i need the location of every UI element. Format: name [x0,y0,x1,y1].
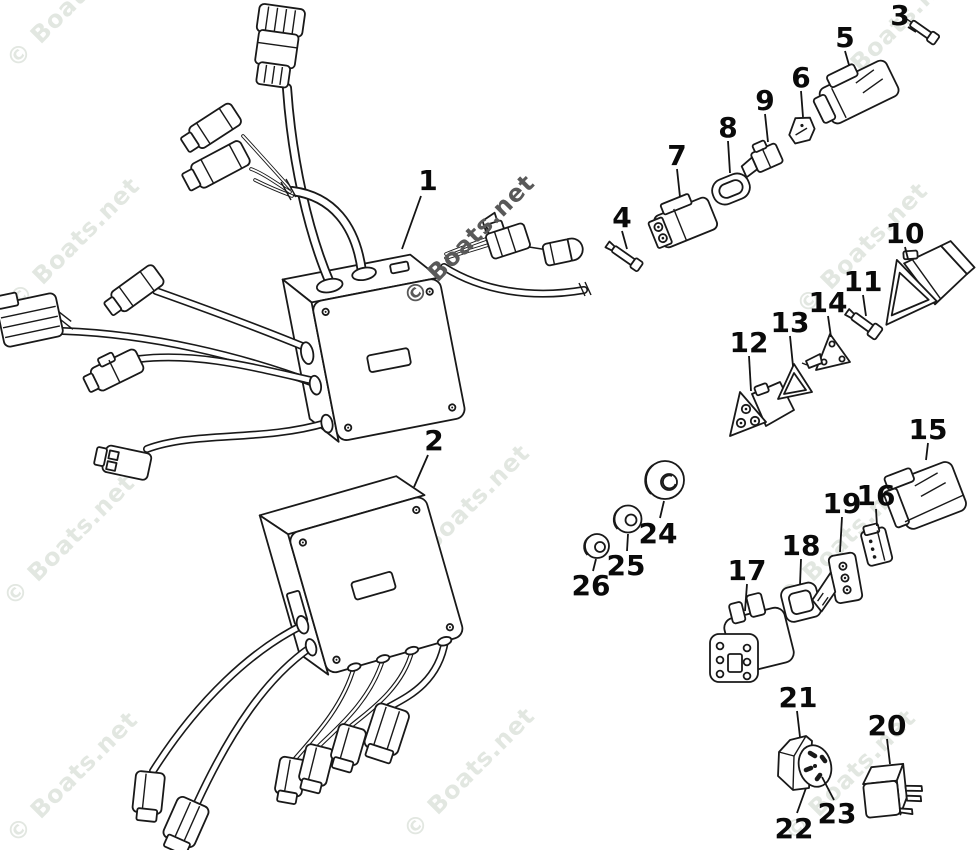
harness-connector-upper-a [180,102,242,153]
harness-connector-left-4pin [0,291,74,348]
callout-26: 26 [572,569,611,602]
callout-10: 10 [886,217,925,250]
callout-15: 15 [909,413,948,446]
callout-20: 20 [868,709,907,742]
part-25-drawing [612,504,643,534]
callout-24: 24 [639,517,678,550]
callout-4: 4 [612,201,631,234]
part-13-drawing [777,363,813,400]
harness2-connector-b [162,796,210,850]
callout-19: 19 [823,487,862,520]
harness-connector-lower-left [93,444,153,481]
leader-18 [799,558,802,586]
part-1-cable-ports [300,266,377,434]
callout-5: 5 [835,21,854,54]
part-12-drawing [729,381,795,437]
harness-connector-left-b [82,348,145,393]
callout-7: 7 [667,139,686,172]
callout-22: 22 [775,812,814,845]
leader-10 [904,246,909,260]
callout-14: 14 [809,286,848,319]
leader-15 [925,442,929,461]
harness2-connector-e [330,723,367,774]
callout-25: 25 [607,549,646,582]
part-4-drawing [604,240,644,272]
leader-2 [413,454,429,488]
part-10-drawing [885,240,976,326]
callout-12: 12 [730,326,769,359]
leader-8 [727,140,731,174]
callout-23: 23 [818,797,857,830]
leader-12 [748,355,752,392]
part-5-drawing [812,59,900,125]
leader-19 [839,516,843,553]
callout-6: 6 [791,61,810,94]
leader-13 [789,335,794,367]
part-3-drawing [905,17,941,46]
part-19-drawing [811,551,864,613]
part-9-drawing [740,139,784,179]
part-2-cable-ports [295,615,453,672]
leader-6 [800,90,804,118]
leader-lines [401,26,929,814]
leader-21 [796,710,801,738]
leader-9 [764,113,769,143]
leader-17 [744,583,748,612]
harness2-connector-f [363,702,410,765]
part-24-drawing [644,460,685,500]
part-1-harness-cables [59,83,592,453]
leader-5 [844,50,850,66]
harness-connector-left-a [103,264,165,316]
callout-1: 1 [418,164,437,197]
harness-connector-right [481,211,531,260]
part-11-drawing [844,308,884,341]
leader-14 [827,315,832,338]
part-20-drawing [862,762,924,819]
leader-11 [862,294,867,317]
callout-8: 8 [718,111,737,144]
leader-20 [886,738,891,765]
leader-23 [821,776,835,801]
callout-2: 2 [424,424,443,457]
callout-18: 18 [782,529,821,562]
part-16-drawing [860,522,894,567]
leader-16 [875,508,878,527]
part-7-drawing [647,193,719,249]
callout-21: 21 [779,681,818,714]
leader-25 [626,533,629,552]
leader-4 [621,230,628,250]
harness-sensor-right [541,237,584,267]
leader-24 [659,500,665,519]
harness-connector-upper-b [181,140,251,192]
callout-11: 11 [844,265,883,298]
callout-9: 9 [755,84,774,117]
part-2-harness-cables [149,621,449,807]
callout-labels: 1 2 3 4 5 6 7 8 9 10 11 12 13 14 15 16 1… [418,0,947,845]
part-15-drawing [883,461,967,530]
leader-26 [592,558,597,572]
part-2-control-box-drawing [258,475,464,676]
callout-3: 3 [890,0,909,32]
leader-3 [907,26,917,33]
harness-connector-top [254,3,306,89]
part-26-drawing [583,533,610,559]
leader-7 [676,168,681,198]
part-14-drawing [801,333,851,371]
part-21-relay-drawing [777,735,833,791]
callout-13: 13 [771,306,810,339]
harness2-connector-a [131,770,166,823]
harness2-connector-c [274,755,308,805]
leader-1 [401,195,422,250]
leader-22 [796,787,807,814]
part-17-drawing [709,592,795,683]
part-8-drawing [711,172,751,206]
callout-16: 16 [857,479,896,512]
callout-17: 17 [728,554,767,587]
part-6-drawing [788,116,816,145]
harness2-connector-d [298,743,335,795]
